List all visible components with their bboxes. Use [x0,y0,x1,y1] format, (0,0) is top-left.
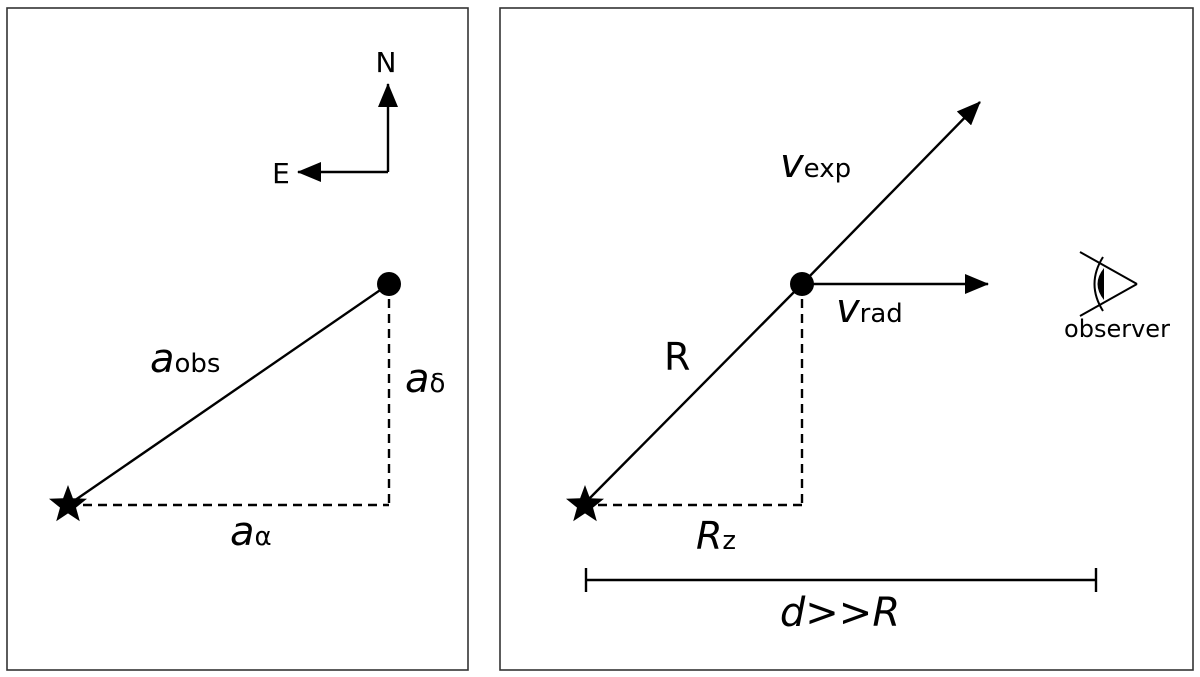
a-alpha-label: aα [230,509,272,555]
left-panel: N E aobs aδ aα [6,7,469,671]
v-exp-label: vexp [780,141,851,187]
r-line [582,283,803,506]
a-obs-line [67,283,390,506]
compass-north-label: N [376,46,397,79]
right-panel-frame [499,7,1194,671]
distance-label: d>>R [780,590,900,636]
left-panel-frame [6,7,469,671]
v-exp-arrow [801,101,981,285]
shell-dot [790,272,814,296]
r-z-label: Rz [696,514,736,558]
a-obs-label: aobs [150,336,220,382]
compass-east-label: E [272,157,290,190]
companion-dot [377,272,401,296]
v-rad-label: vrad [836,286,903,332]
star-icon [49,485,87,522]
eye-icon [1079,251,1138,317]
a-delta-label: aδ [405,356,445,402]
compass: N E [272,46,398,190]
observer-label: observer [1064,315,1170,343]
star-icon-right [566,485,604,522]
right-panel: vexp vrad R Rz d>>R observer [499,7,1194,671]
r-label: R [664,335,690,379]
distance-bar [584,568,1098,592]
